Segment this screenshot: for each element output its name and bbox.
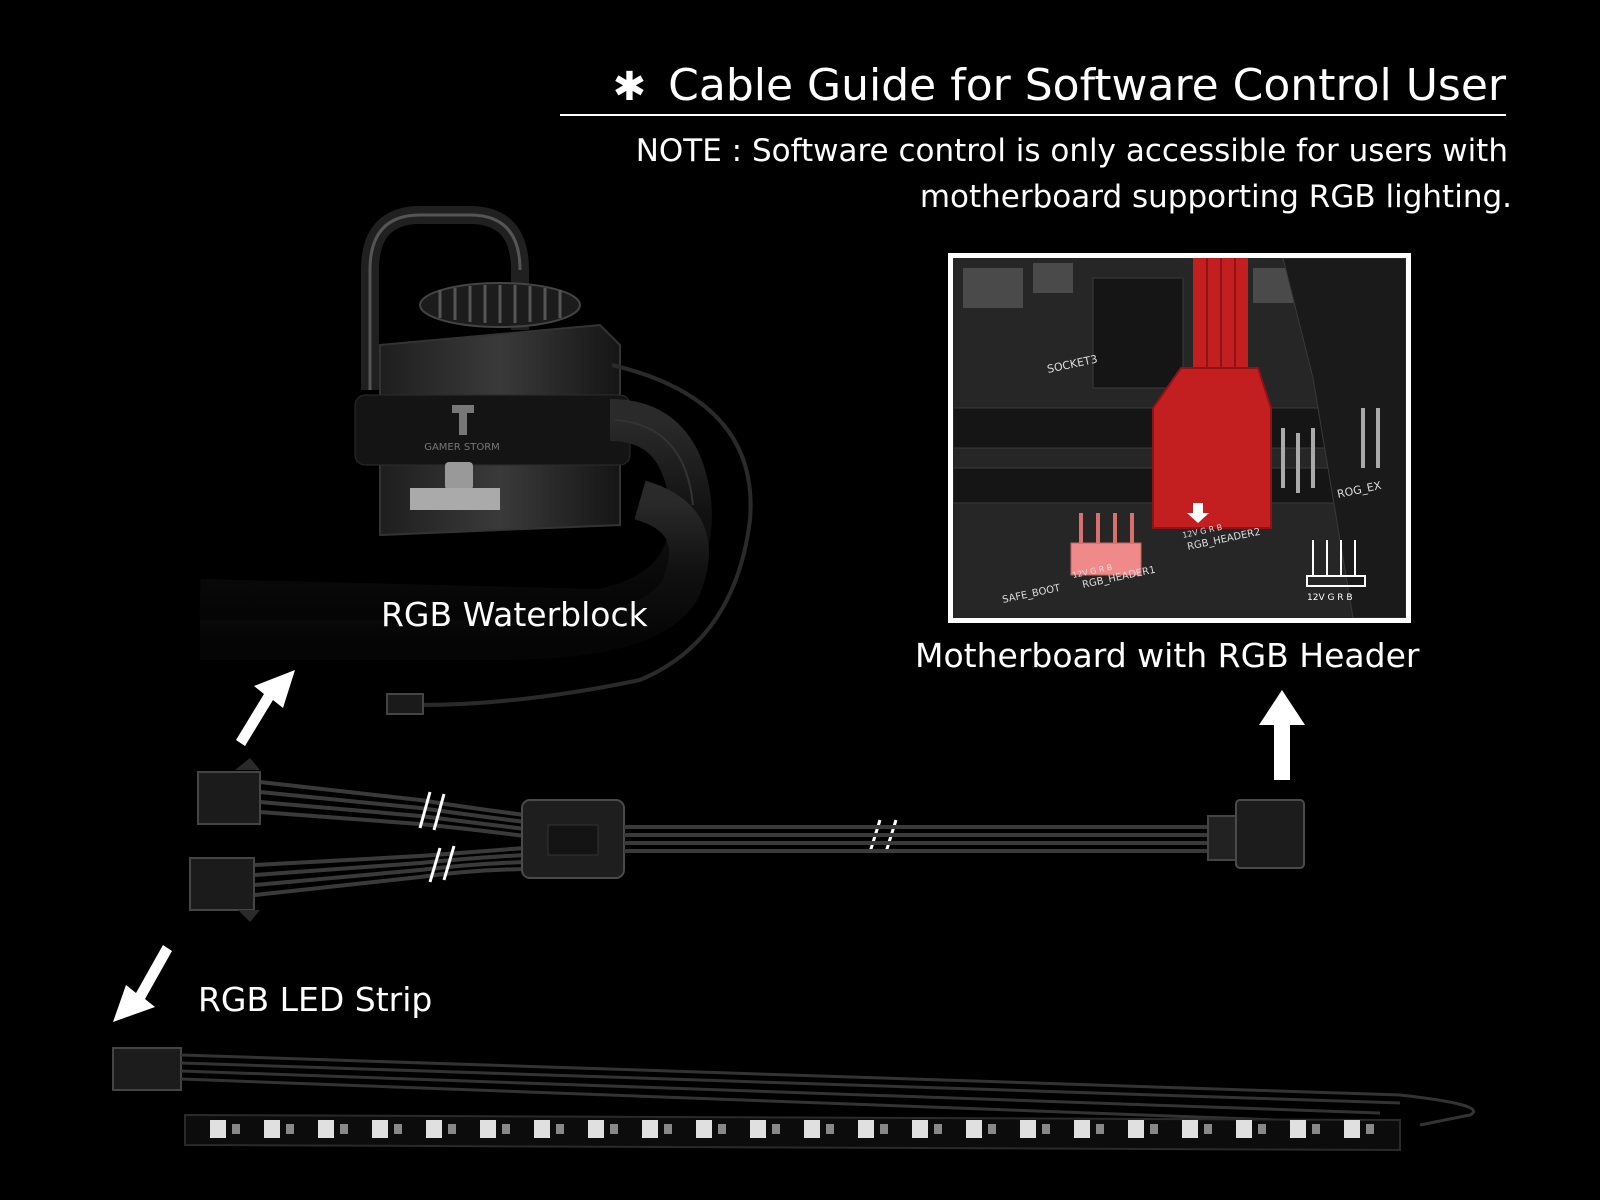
led-chip	[1074, 1120, 1090, 1138]
resistor	[286, 1124, 294, 1134]
resistor	[232, 1124, 240, 1134]
note-line-2: motherboard supporting RGB lighting.	[919, 179, 1512, 215]
led-chip	[426, 1120, 442, 1138]
resistor	[340, 1124, 348, 1134]
resistor	[772, 1124, 780, 1134]
resistor	[1366, 1124, 1374, 1134]
waterblock-image: GAMER STORM	[199, 206, 753, 715]
resistor	[934, 1124, 942, 1134]
pinout-label: 12V G R B	[1307, 593, 1353, 603]
resistor	[880, 1124, 888, 1134]
note-line-1: NOTE : Software control is only accessib…	[635, 133, 1508, 169]
led-chip	[1290, 1120, 1306, 1138]
resistor	[1204, 1124, 1212, 1134]
led-chip	[1020, 1120, 1036, 1138]
resistor	[502, 1124, 510, 1134]
led-chip	[966, 1120, 982, 1138]
led-chip	[696, 1120, 712, 1138]
led-chip	[1128, 1120, 1144, 1138]
motherboard-photo: RGB_HEADER1 RGB_HEADER2 SAFE_BOOT SOCKET…	[948, 253, 1411, 623]
resistor	[718, 1124, 726, 1134]
led-chip	[858, 1120, 874, 1138]
led-chip	[1344, 1120, 1360, 1138]
arrow-up-icon	[1259, 690, 1305, 780]
resistor	[826, 1124, 834, 1134]
resistor	[448, 1124, 456, 1134]
led-chip	[480, 1120, 496, 1138]
led-strip	[112, 1047, 1476, 1152]
arrows	[113, 670, 1305, 1022]
led-chip	[318, 1120, 334, 1138]
resistor	[1312, 1124, 1320, 1134]
led-chip	[210, 1120, 226, 1138]
led-chip	[588, 1120, 604, 1138]
led-chip	[1182, 1120, 1198, 1138]
led-chip	[912, 1120, 928, 1138]
led-chip	[372, 1120, 388, 1138]
page-title: ✱ Cable Guide for Software Control User	[560, 58, 1506, 116]
waterblock-label: RGB Waterblock	[381, 595, 648, 634]
resistor	[1096, 1124, 1104, 1134]
motherboard-label: Motherboard with RGB Header	[915, 636, 1420, 675]
resistor	[1258, 1124, 1266, 1134]
resistor	[988, 1124, 996, 1134]
led-strip-label: RGB LED Strip	[198, 980, 433, 1019]
led-chip	[642, 1120, 658, 1138]
led-chip	[534, 1120, 550, 1138]
resistor	[556, 1124, 564, 1134]
resistor	[610, 1124, 618, 1134]
resistor	[1042, 1124, 1050, 1134]
pinout-icon	[1306, 540, 1366, 587]
title-text: Cable Guide for Software Control User	[668, 60, 1506, 111]
led-chip	[1236, 1120, 1252, 1138]
resistor	[664, 1124, 672, 1134]
asterisk-icon: ✱	[612, 64, 647, 110]
brand-text: GAMER STORM	[424, 442, 500, 453]
red-rgb-connector	[1152, 258, 1272, 529]
led-chip	[264, 1120, 280, 1138]
arrow-up-right-icon	[236, 670, 295, 746]
splitter-cable	[189, 758, 1305, 922]
resistor	[1150, 1124, 1158, 1134]
resistor	[394, 1124, 402, 1134]
led-chip	[804, 1120, 820, 1138]
led-chip	[750, 1120, 766, 1138]
arrow-down-left-icon	[113, 945, 172, 1022]
